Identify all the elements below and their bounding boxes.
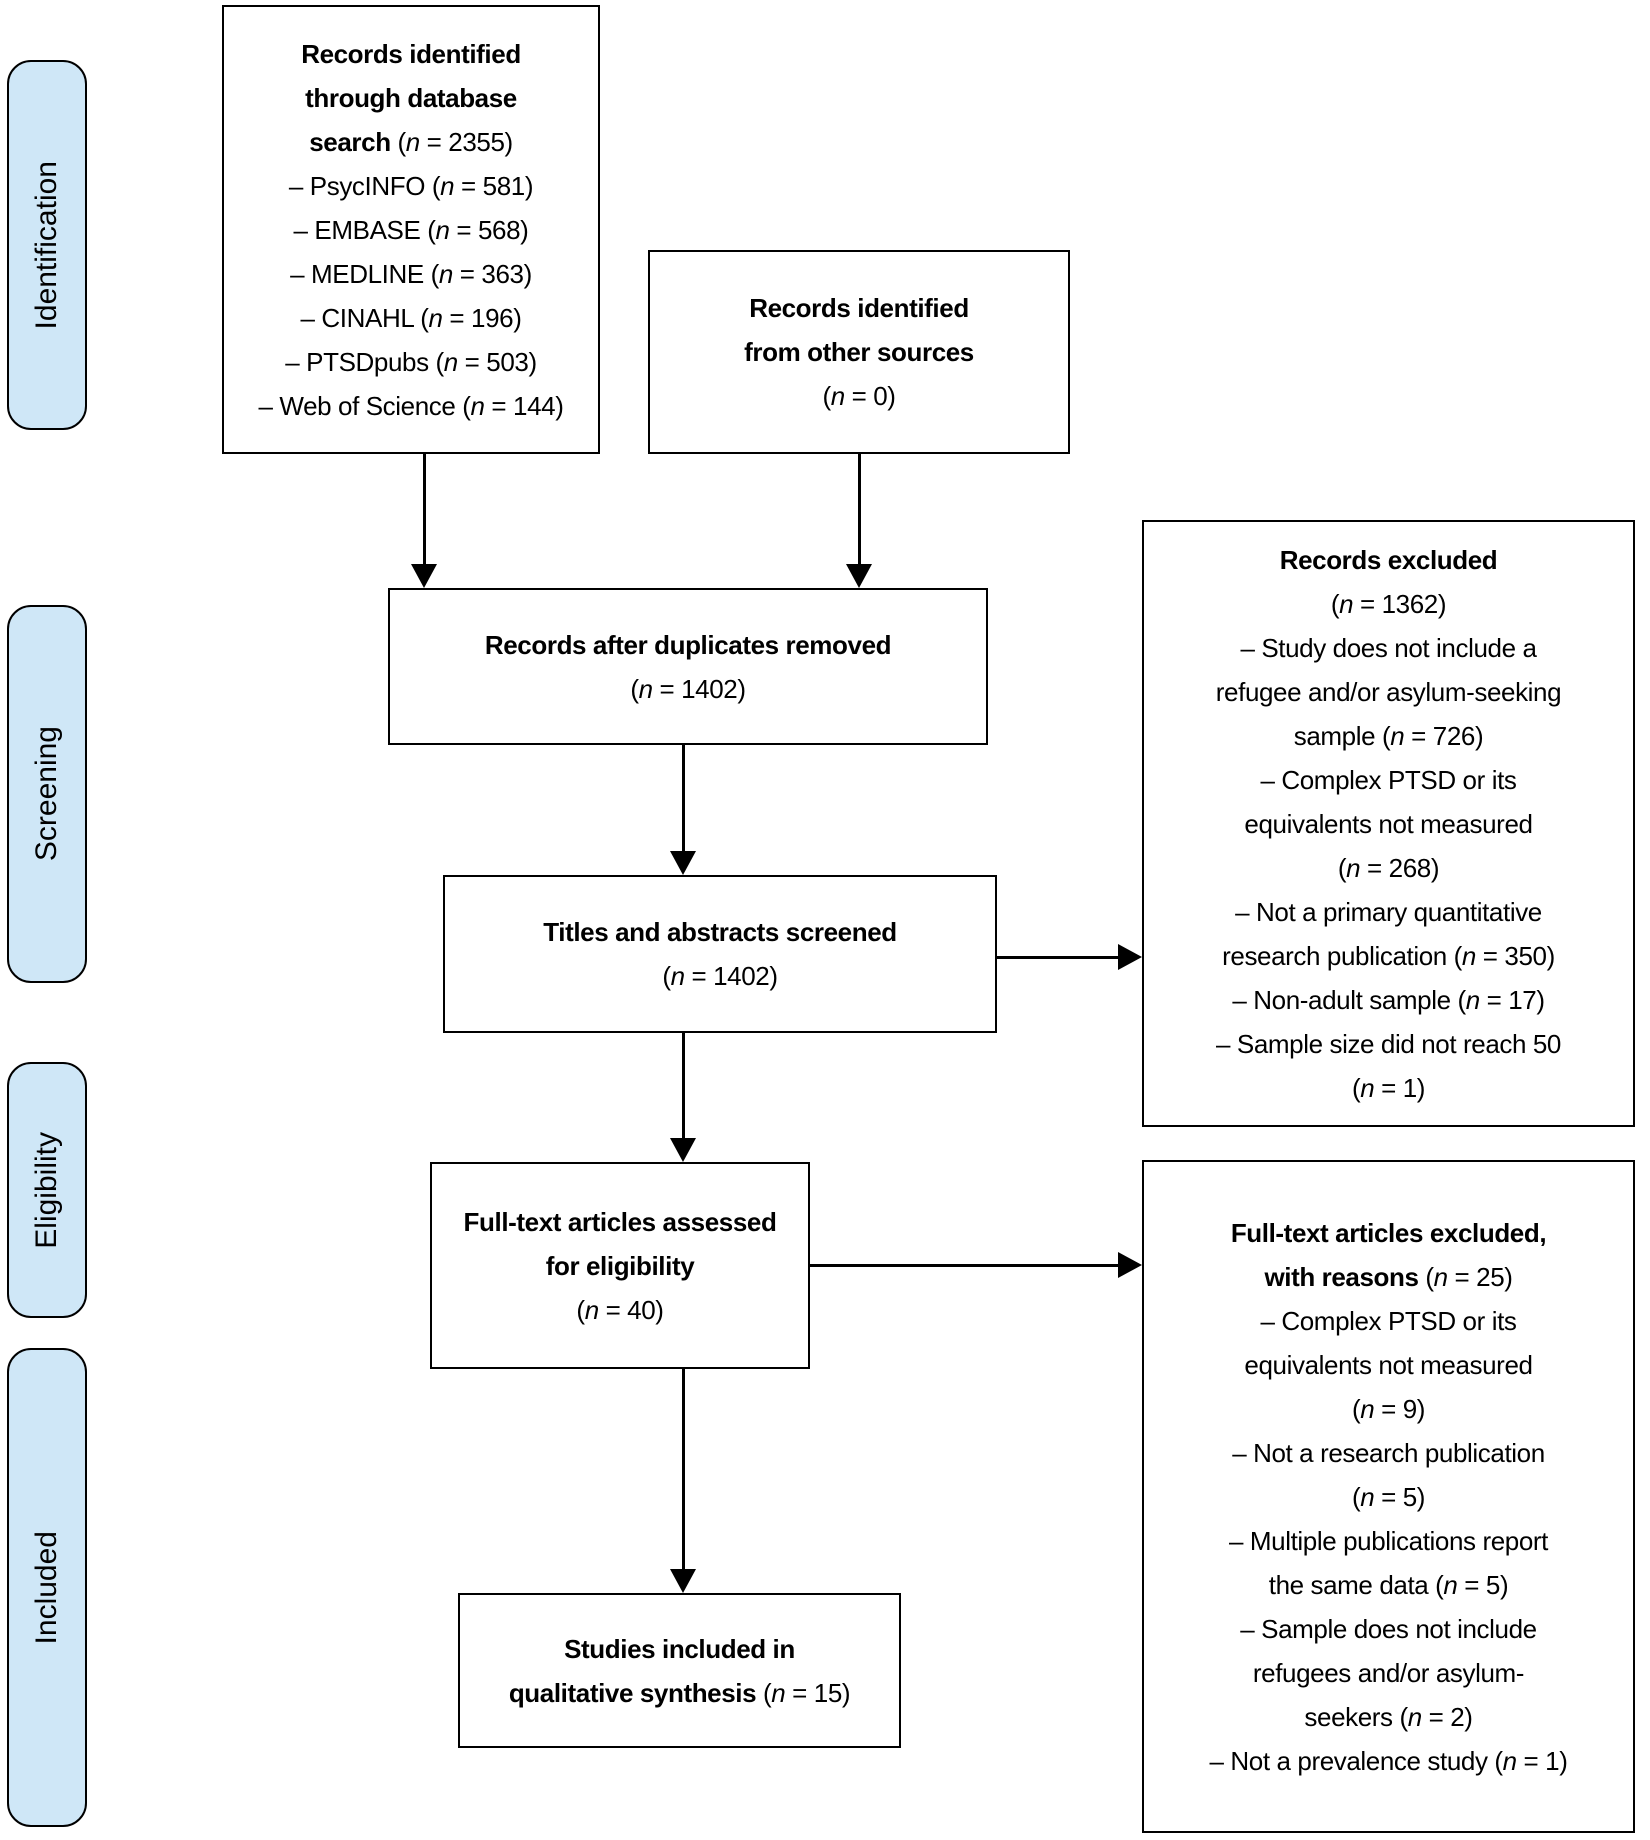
box-line: – Multiple publications report [1229,1525,1548,1556]
box-line: (n = 40) [576,1294,664,1325]
box-line: – Not a research publication [1232,1437,1545,1468]
box-line: – Sample size did not reach 50 [1216,1028,1561,1059]
box-line: equivalents not measured [1244,808,1533,839]
box-line: refugee and/or asylum-seeking [1215,676,1562,707]
arrow-fulltext-to-included [682,1369,685,1573]
arrow-fulltext-to-excluded [810,1264,1119,1267]
box-included-synthesis: Studies included in qualitative synthesi… [458,1593,901,1748]
box-line: (n = 1) [1351,1072,1426,1103]
arrow-titles-to-excluded [997,956,1119,959]
box-line: (n = 1402) [630,673,746,704]
stage-eligibility-label: Eligibility [30,1131,63,1249]
stage-eligibility: Eligibility [7,1062,87,1318]
box-line: refugees and/or asylum- [1252,1657,1525,1688]
box-line: – PTSDpubs (n = 503) [285,346,537,377]
box-line: Studies included in [564,1633,795,1664]
arrow-titles-to-fulltext [682,1033,685,1142]
box-fulltext-excluded: Full-text articles excluded, with reason… [1142,1160,1635,1833]
box-other-sources: Records identified from other sources (n… [648,250,1070,454]
box-line: sample (n = 726) [1293,720,1484,751]
box-line: research publication (n = 350) [1222,940,1555,971]
box-line: – Web of Science (n = 144) [258,390,564,421]
arrowhead-duplicates-to-titles [670,851,696,875]
box-line: the same data (n = 5) [1268,1569,1509,1600]
arrow-database-to-duplicates [423,454,426,568]
arrow-duplicates-to-titles [682,745,685,855]
box-line: – CINAHL (n = 196) [300,302,522,333]
box-line: equivalents not measured [1244,1349,1533,1380]
box-line: (n = 0) [822,381,896,411]
box-line: Records after duplicates removed [484,629,892,660]
box-line: Full-text articles excluded, [1230,1217,1547,1248]
arrowhead-titles-to-excluded [1118,944,1142,970]
box-line: (n = 1362) [1330,588,1447,619]
box-line: Records identified [749,293,969,323]
arrowhead-fulltext-to-included [670,1569,696,1593]
box-line: – Sample does not include [1240,1613,1537,1644]
box-line: (n = 1402) [662,961,778,991]
box-line: qualitative synthesis (n = 15) [508,1677,851,1708]
box-line: – Not a primary quantitative [1235,896,1542,927]
box-line: – Non-adult sample (n = 17) [1232,984,1545,1015]
box-line: from other sources [744,337,974,367]
arrowhead-titles-to-fulltext [670,1138,696,1162]
box-line: (n = 5) [1351,1481,1426,1512]
box-line: (n = 9) [1351,1393,1426,1424]
box-line: Full-text articles assessed [463,1206,777,1237]
box-line: – MEDLINE (n = 363) [290,258,532,289]
box-line: search (n = 2355) [309,126,513,157]
box-line: – Study does not include a [1240,632,1537,663]
box-line: – PsycINFO (n = 581) [288,170,534,201]
box-line: (n = 268) [1337,852,1440,883]
box-line: – Complex PTSD or its [1260,764,1517,795]
box-line: – Complex PTSD or its [1260,1305,1517,1336]
box-line: Records excluded [1279,544,1498,575]
arrowhead-other-to-duplicates [846,564,872,588]
box-records-excluded: Records excluded (n = 1362) – Study does… [1142,520,1635,1127]
stage-identification: Identification [7,60,87,430]
box-fulltext-assessed: Full-text articles assessed for eligibil… [430,1162,810,1369]
box-line: – Not a prevalence study (n = 1) [1209,1745,1568,1776]
box-duplicates-removed: Records after duplicates removed (n = 14… [388,588,988,745]
arrowhead-fulltext-to-excluded [1118,1252,1142,1278]
box-line: Records identified [301,38,521,69]
stage-identification-label: Identification [30,160,63,330]
box-line: for eligibility [545,1250,695,1281]
box-titles-screened: Titles and abstracts screened (n = 1402) [443,875,997,1033]
stage-included: Included [7,1348,87,1827]
box-line: with reasons (n = 25) [1264,1261,1513,1292]
arrow-other-to-duplicates [858,454,861,568]
stage-included-label: Included [30,1530,63,1645]
box-line: – EMBASE (n = 568) [293,214,529,245]
box-line: Titles and abstracts screened [543,917,897,947]
arrowhead-database-to-duplicates [411,564,437,588]
stage-screening: Screening [7,605,87,983]
stage-screening-label: Screening [30,726,63,862]
box-line: seekers (n = 2) [1304,1701,1473,1732]
box-database-search: Records identified through database sear… [222,5,600,454]
box-line: through database [305,82,517,113]
